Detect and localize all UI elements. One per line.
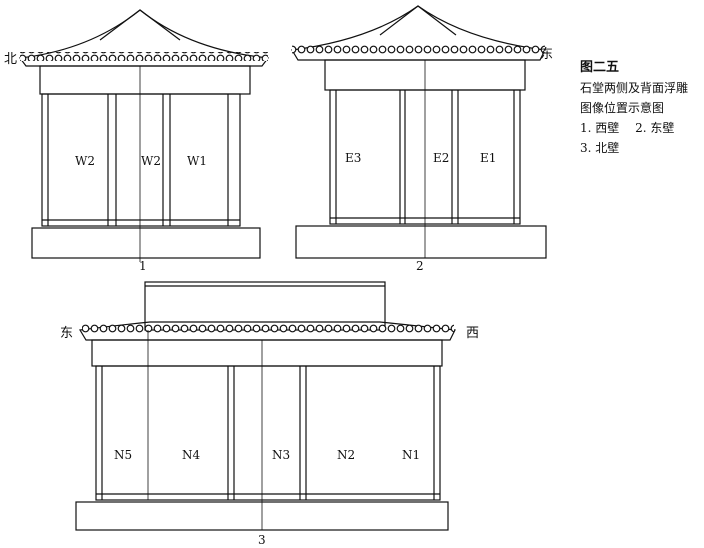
direction-label: 北 [4, 52, 17, 67]
figure-2-east-wall: 东 E3 E2 E1 2 [291, 5, 553, 273]
roof-ridge [99, 9, 181, 41]
caption-line: 石堂两侧及背面浮雕 [580, 81, 689, 95]
platform-base [31, 227, 261, 259]
wall-label: E1 [480, 151, 496, 165]
wall-label: E2 [433, 151, 449, 165]
platform-base [75, 501, 449, 531]
caption-line: 1. 西壁 2. 东壁 [580, 121, 675, 135]
eave-tiles [20, 52, 268, 61]
figure-number: 3 [258, 533, 266, 547]
wall-label: N4 [182, 448, 201, 462]
wall-label: W2 [141, 154, 161, 168]
wall-frame [95, 365, 441, 501]
platform-base [295, 225, 547, 259]
bracket-band [91, 339, 443, 367]
wall-label: N1 [402, 448, 420, 462]
figure-1-west-wall: 北 W2 W2 W1 1 [4, 9, 270, 273]
wall-frame [41, 93, 241, 227]
eave-tiles [292, 45, 545, 54]
caption-line: 3. 北壁 [580, 141, 620, 155]
wall-label: N3 [272, 448, 290, 462]
upper-roof [144, 281, 386, 331]
wall-label: W1 [187, 154, 207, 168]
direction-label-left: 东 [60, 326, 73, 341]
wall-label: W2 [75, 154, 95, 168]
caption-title: 图二五 [580, 60, 620, 75]
wall-label: N2 [337, 448, 355, 462]
eave-tiles [82, 324, 454, 333]
roof-ridge [379, 5, 457, 36]
figure-number: 1 [139, 259, 147, 273]
caption-line: 图像位置示意图 [580, 101, 665, 115]
figure-caption: 图二五 石堂两侧及背面浮雕 图像位置示意图 1. 西壁 2. 东壁 3. 北壁 [580, 58, 688, 158]
figure-3-north-wall: 东 西 N5 N4 N3 N2 N1 3 [60, 281, 479, 547]
direction-label: 东 [540, 47, 553, 62]
wall-label: E3 [345, 151, 361, 165]
figure-number: 2 [416, 259, 424, 273]
direction-label-right: 西 [466, 326, 479, 341]
bracket-band [39, 65, 251, 95]
wall-label: N5 [114, 448, 132, 462]
